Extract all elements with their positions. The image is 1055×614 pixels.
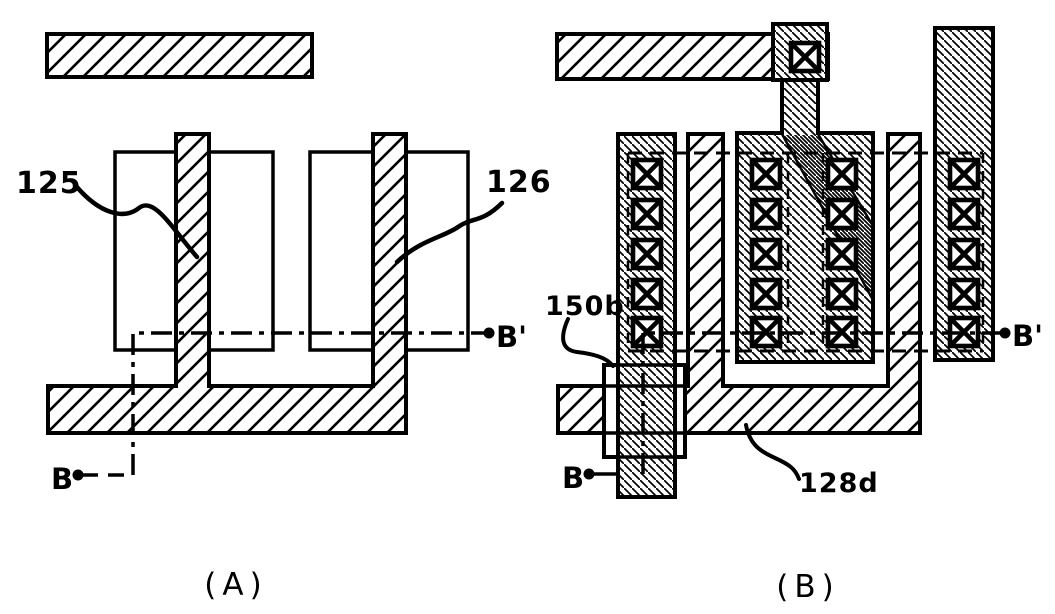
label-bprime-b: B' (1012, 319, 1043, 353)
section-dot-bprime-b (999, 327, 1011, 339)
contact-via-icon (752, 240, 780, 268)
metal-neck (780, 80, 820, 135)
contact-via-icon (950, 280, 978, 308)
leader-150b (561, 317, 615, 368)
contact-via-icon (950, 240, 978, 268)
caption-figure-a: (A) (204, 567, 267, 603)
contact-via-icon (828, 280, 856, 308)
caption-figure-b: (B) (776, 569, 839, 605)
contact-via-icon (828, 160, 856, 188)
section-dot-b-b (583, 468, 595, 480)
section-line-a (131, 331, 486, 475)
figure-a: 125 126 B B' (A) (16, 32, 552, 603)
contact-via-icon (950, 200, 978, 228)
label-126: 126 (486, 165, 552, 200)
label-150b: 150b (545, 291, 625, 322)
contact-via-icon (633, 240, 661, 268)
contact-via-icon (633, 160, 661, 188)
gate-electrode-b-128d (556, 132, 922, 435)
contact-via-icon (752, 280, 780, 308)
label-125: 125 (16, 166, 82, 201)
contact-via-icon (791, 43, 819, 71)
section-dot-b-a (72, 469, 84, 481)
label-b-a: B (51, 462, 73, 496)
contact-via-icon (752, 200, 780, 228)
contact-via-icon (752, 160, 780, 188)
contact-via-icon (633, 200, 661, 228)
leader-128d (744, 423, 801, 481)
top-wiring-bar-a (45, 32, 314, 79)
section-line-b (641, 331, 1005, 474)
leader-126 (394, 200, 505, 265)
hidden-island-edges (626, 151, 985, 353)
contact-via-icon (633, 280, 661, 308)
label-b-b: B (562, 461, 584, 495)
crossing-edges (604, 363, 690, 459)
section-dot-bprime-a (483, 327, 495, 339)
label-128d: 128d (799, 468, 879, 499)
figure-b: 150b 128d B B' (B) (545, 22, 1043, 605)
contact-via-icon (950, 160, 978, 188)
contact-via-icon (828, 200, 856, 228)
label-bprime-a: B' (496, 320, 527, 354)
contact-via-icon (828, 240, 856, 268)
gate-electrode-a (46, 132, 408, 435)
contact-via-icon (633, 318, 661, 346)
leader-125 (73, 183, 200, 260)
